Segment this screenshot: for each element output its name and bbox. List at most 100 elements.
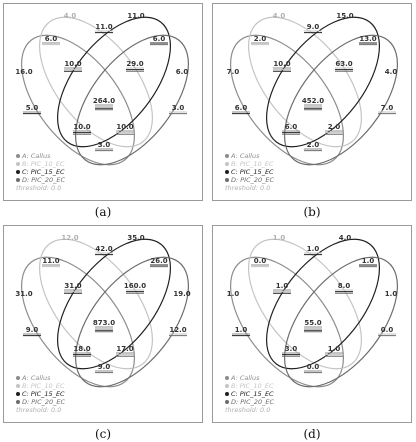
region-count-abcd: 264.0 — [93, 97, 115, 105]
legend-dot-icon — [225, 170, 229, 174]
legend-dot-icon — [225, 384, 229, 388]
region-count-ac: 5.0 — [26, 104, 39, 112]
legend-dot-icon — [225, 178, 229, 182]
region-count-ac: 9.0 — [26, 326, 39, 334]
legend-threshold: threshold: 0.0 — [225, 406, 271, 414]
region-count-acd: 18.0 — [73, 345, 90, 353]
legend-label: A: Callus — [231, 374, 260, 382]
legend-label: A: Callus — [22, 374, 51, 382]
region-count-ac: 6.0 — [235, 104, 248, 112]
legend-dot-icon — [16, 376, 20, 380]
panel-caption-b: (b) — [303, 205, 321, 219]
region-count-c: 35.0 — [127, 234, 144, 242]
region-count-acd: 3.0 — [285, 345, 298, 353]
legend-dot-icon — [16, 178, 20, 182]
region-count-cd: 1.0 — [362, 257, 375, 265]
region-count-bd: 7.0 — [381, 104, 394, 112]
set-ellipse-a — [229, 256, 345, 388]
set-ellipse-c — [56, 238, 172, 370]
set-ellipse-d — [283, 34, 399, 166]
legend-item: B: PIC_10_EC — [225, 160, 274, 168]
region-count-ab: 6.0 — [45, 35, 58, 43]
region-count-bc: 42.0 — [95, 245, 112, 253]
legend-item: B: PIC_10_EC — [16, 382, 65, 390]
legend-label: B: PIC_10_EC — [231, 382, 274, 390]
legend-label: D: PIC_20_EC — [22, 176, 66, 184]
region-count-abd: 17.0 — [116, 345, 133, 353]
region-count-abcd: 55.0 — [304, 319, 321, 327]
region-count-d: 4.0 — [385, 68, 398, 76]
set-ellipse-a — [20, 256, 136, 388]
region-count-bd: 3.0 — [172, 104, 185, 112]
region-count-c: 15.0 — [336, 12, 353, 20]
set-ellipse-a — [20, 34, 136, 166]
legend-label: D: PIC_20_EC — [231, 176, 275, 184]
legend-dot-icon — [225, 400, 229, 404]
set-ellipse-b — [247, 16, 363, 148]
legend-dot-icon — [16, 154, 20, 158]
region-count-a: 16.0 — [15, 68, 32, 76]
region-count-ab: 11.0 — [42, 257, 59, 265]
region-count-cd: 13.0 — [359, 35, 376, 43]
legend-item: C: PIC_15_EC — [16, 390, 65, 398]
region-count-abc: 1.0 — [276, 282, 289, 290]
legend-dot-icon — [16, 170, 20, 174]
legend-label: D: PIC_20_EC — [22, 398, 66, 406]
legend-label: C: PIC_15_EC — [22, 168, 65, 176]
region-count-bcd: 29.0 — [126, 60, 143, 68]
region-count-ab: 2.0 — [254, 35, 267, 43]
legend-label: B: PIC_10_EC — [231, 160, 274, 168]
set-ellipse-d — [74, 256, 190, 388]
region-count-a: 31.0 — [15, 290, 32, 298]
region-count-bc: 11.0 — [95, 23, 112, 31]
legend-dot-icon — [225, 154, 229, 158]
set-ellipse-c — [265, 16, 381, 148]
region-count-acd: 6.0 — [285, 123, 298, 131]
region-count-cd: 6.0 — [153, 35, 166, 43]
region-count-c: 11.0 — [127, 12, 144, 20]
legend-threshold: threshold: 0.0 — [225, 184, 271, 192]
region-count-abcd: 873.0 — [93, 319, 115, 327]
panel-caption-c: (c) — [94, 427, 112, 441]
legend-item: A: Callus — [225, 374, 274, 382]
legend-item: A: Callus — [16, 152, 65, 160]
set-ellipse-a — [229, 34, 345, 166]
legend-label: C: PIC_15_EC — [231, 390, 274, 398]
region-count-acd: 10.0 — [73, 123, 90, 131]
region-count-ad: 9.0 — [98, 363, 111, 371]
panel-caption-a: (a) — [94, 205, 112, 219]
legend-item: D: PIC_20_EC — [225, 176, 274, 184]
region-count-b: 12.0 — [61, 234, 78, 242]
legend-dot-icon — [225, 392, 229, 396]
region-count-abd: 2.0 — [328, 123, 341, 131]
region-count-a: 7.0 — [227, 68, 240, 76]
legend-item: D: PIC_20_EC — [225, 398, 274, 406]
region-count-bcd: 160.0 — [124, 282, 146, 290]
legend-label: B: PIC_10_EC — [22, 382, 65, 390]
region-count-bcd: 8.0 — [338, 282, 351, 290]
legend-item: D: PIC_20_EC — [16, 398, 65, 406]
region-count-d: 19.0 — [173, 290, 190, 298]
set-ellipse-c — [265, 238, 381, 370]
legend-threshold: threshold: 0.0 — [16, 184, 62, 192]
legend-dot-icon — [16, 392, 20, 396]
set-ellipse-c — [56, 16, 172, 148]
legend-label: C: PIC_15_EC — [231, 168, 274, 176]
legend-label: B: PIC_10_EC — [22, 160, 65, 168]
legend-dot-icon — [16, 400, 20, 404]
region-count-c: 4.0 — [339, 234, 352, 242]
legend-label: D: PIC_20_EC — [231, 398, 275, 406]
legend-dot-icon — [225, 162, 229, 166]
region-count-bc: 1.0 — [307, 245, 320, 253]
region-count-abc: 10.0 — [273, 60, 290, 68]
set-ellipse-b — [247, 238, 363, 370]
legend-label: C: PIC_15_EC — [22, 390, 65, 398]
